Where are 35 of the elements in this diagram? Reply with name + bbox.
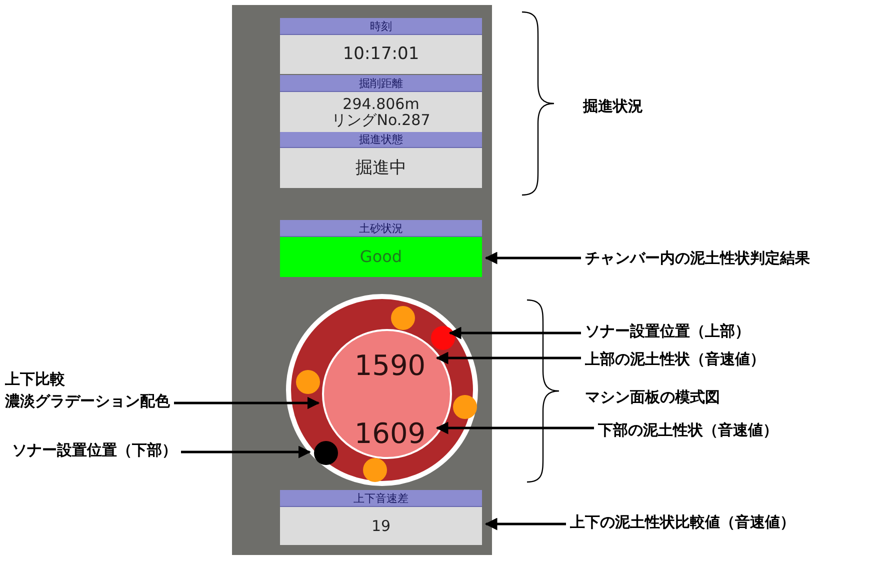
sonar-marker: [431, 326, 455, 350]
annotation-text: 上部の泥土性状（音速値）: [585, 350, 765, 369]
sonar-marker: [314, 441, 338, 465]
annotation-text: 上下比較: [5, 369, 66, 390]
annotation-text: ソナー設置位置（下部）: [12, 441, 177, 460]
annotation-text: チャンバー内の泥土性状判定結果: [585, 249, 810, 268]
value-display: 10:17:01: [280, 35, 482, 74]
value-display: 19: [280, 507, 482, 545]
sound-speed-value: 1609: [347, 417, 433, 451]
value-text: 294.806m: [342, 96, 420, 112]
panel-header: 時刻: [280, 18, 482, 35]
panel-header: 土砂状況: [280, 220, 482, 237]
section-label: マシン面板の模式図: [585, 388, 720, 407]
leader-arrow: [436, 422, 594, 434]
value-text: リングNo.287: [332, 112, 430, 128]
value-display: 掘進中: [280, 148, 482, 188]
annotation-text: 濃淡グラデーション配色: [5, 390, 170, 412]
section-label: 掘進状況: [583, 97, 643, 116]
annotation-text: 下部の泥土性状（音速値）: [598, 421, 778, 440]
panel-header: 掘削距離: [280, 75, 482, 92]
sonar-marker: [363, 458, 387, 482]
annotation-text: ソナー設置位置（上部）: [585, 322, 750, 341]
leader-arrow: [174, 396, 320, 410]
panel-header: 上下音速差: [280, 490, 482, 507]
annotation-text: 上下の泥土性状比較値（音速値）: [570, 513, 795, 532]
leader-arrow: [436, 352, 581, 364]
sound-speed-value: 1590: [347, 349, 433, 383]
leader-arrow: [484, 252, 581, 264]
leader-arrow: [484, 518, 566, 530]
sonar-marker: [296, 370, 320, 394]
status-indicator: Good: [280, 237, 482, 277]
leader-arrow: [181, 446, 311, 458]
panel-header: 掘進状態: [280, 132, 482, 148]
sonar-marker: [453, 395, 477, 419]
sonar-marker: [391, 306, 415, 330]
